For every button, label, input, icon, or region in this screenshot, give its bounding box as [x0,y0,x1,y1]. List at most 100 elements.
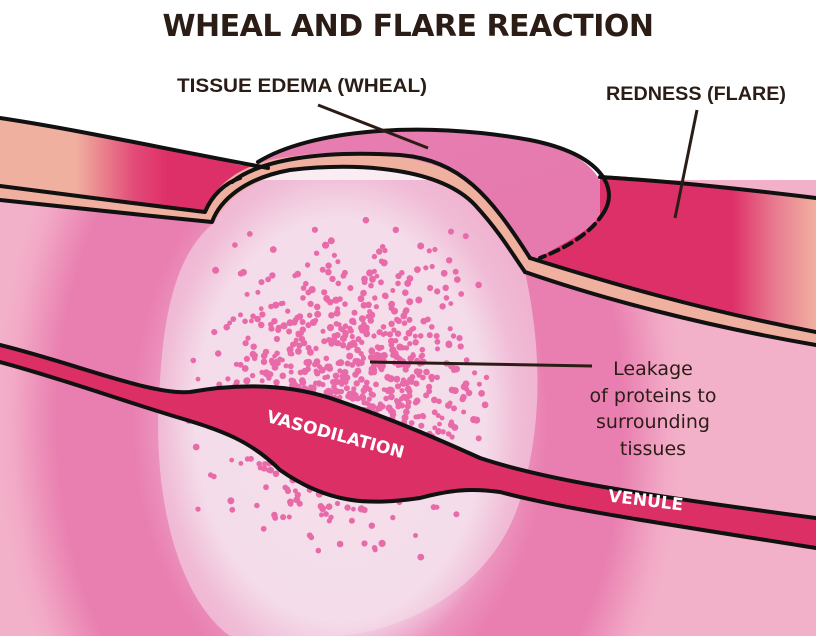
protein-dot [436,398,442,405]
protein-dot [442,284,449,291]
protein-dot [373,381,379,388]
protein-dot [388,342,395,348]
protein-dot [242,318,248,325]
protein-dot [418,353,424,360]
protein-dot [363,379,370,386]
protein-dot [318,366,326,374]
protein-dot [305,358,313,366]
protein-dot [404,403,411,410]
protein-dot [371,545,378,551]
protein-dot [313,303,321,311]
protein-dot [366,269,374,277]
protein-dot [312,361,318,368]
protein-dot [258,321,263,327]
venule [0,345,816,548]
wheal-outline [256,127,611,214]
protein-dot [432,425,438,431]
protein-dot [288,369,294,375]
protein-dot [461,409,467,415]
protein-dot [335,259,341,265]
protein-dot [412,399,419,406]
protein-dot [380,259,388,267]
protein-dot [320,382,326,388]
protein-dot [254,502,260,509]
protein-dot [321,289,328,296]
protein-dot [311,226,318,233]
protein-dot [263,484,269,491]
protein-dot [433,333,440,339]
protein-dot [286,319,294,327]
protein-dot [244,456,251,462]
protein-dot [307,312,313,318]
protein-dot [393,338,399,344]
protein-dot [362,216,370,224]
protein-dot [448,419,455,425]
protein-dot [212,266,220,274]
protein-dot [435,428,442,434]
protein-dot [343,385,350,392]
protein-dot [246,231,253,237]
protein-dot [361,506,368,514]
protein-dot [265,276,271,283]
protein-dot [328,340,335,347]
protein-dot [483,374,490,381]
protein-dot [416,372,422,378]
wheal-label: TISSUE EDEMA (WHEAL) [177,76,427,97]
protein-dot [215,350,222,357]
protein-dot [407,341,413,347]
protein-dot [416,413,422,420]
protein-dot [324,363,332,371]
protein-dot [463,357,470,363]
protein-dot [403,345,410,351]
protein-dot [350,390,357,397]
protein-dot [283,363,289,369]
protein-dot [369,403,377,411]
protein-dot [434,288,441,295]
protein-dot [257,465,264,471]
protein-dot [284,487,291,495]
protein-dot [269,272,276,279]
protein-dot [399,396,405,402]
protein-dot [403,307,410,314]
protein-dot [275,324,282,331]
protein-dot [249,318,254,324]
protein-dot [417,553,425,561]
protein-dot [413,380,420,387]
protein-dot [313,317,319,323]
protein-dot [419,346,426,353]
protein-dot [339,342,347,349]
protein-dot [328,312,335,319]
protein-dot [394,383,402,390]
protein-dot [229,506,236,513]
protein-dot [378,539,386,548]
protein-dot [322,375,328,381]
protein-dot [289,382,296,389]
protein-dot [273,335,280,343]
protein-dot [337,379,344,386]
protein-dot [358,376,365,383]
protein-dot [266,467,272,473]
protein-dot [386,376,393,382]
protein-dot [445,431,452,437]
protein-dot [275,360,281,366]
protein-dot [347,285,354,291]
protein-dot [331,333,337,339]
protein-dot [363,327,369,333]
protein-dot [423,368,430,376]
protein-dot [227,320,233,326]
protein-dot [307,300,314,307]
protein-dot [292,488,298,494]
protein-dot [260,352,268,360]
protein-dot [357,295,365,303]
protein-dot [403,335,409,341]
protein-dot [245,335,251,341]
protein-dot [361,321,367,327]
protein-dot [423,392,430,399]
protein-dot [287,363,294,370]
protein-dot [460,393,467,401]
protein-dot [294,491,301,499]
protein-dot [435,346,440,352]
protein-dot [349,362,356,368]
protein-dot [296,500,303,507]
protein-dot [439,415,445,421]
